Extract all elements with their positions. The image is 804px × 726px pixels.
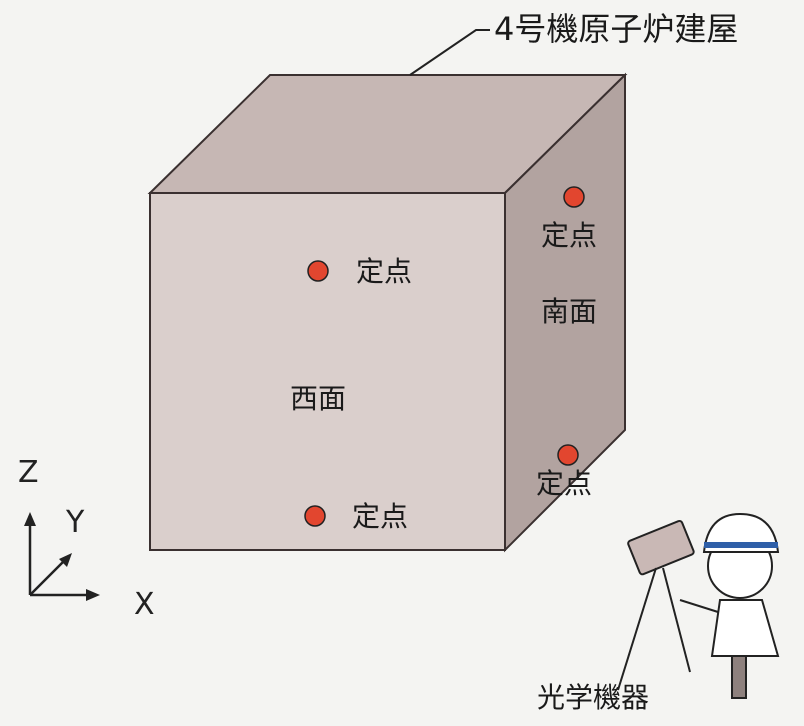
x-axis-arrowhead [86,589,100,601]
south-face-label: 南面 [541,295,598,328]
z-axis-arrowhead [24,512,36,526]
operator-figure [679,512,780,699]
operator-torso [710,599,780,657]
operator-leg [731,655,747,699]
operator-arm [679,599,719,613]
fixed-point-label-west-upper: 定点 [356,255,413,288]
instrument-body [627,519,695,576]
y-axis-arrowhead [59,553,72,567]
tripod-leg-right [662,567,691,673]
y-axis-label: Y [66,505,85,540]
optical-instrument-label: 光学機器 [537,681,650,714]
fixed-point-label-west-lower: 定点 [352,500,409,533]
west-face-label: 西面 [290,382,347,415]
fixed-point-marker-west-upper [307,260,329,282]
fixed-point-label-south-upper: 定点 [541,219,598,252]
fixed-point-marker-south-upper [563,186,585,208]
fixed-point-marker-west-lower [304,505,326,527]
fixed-point-label-south-lower: 定点 [536,467,593,500]
x-axis-label: X [134,587,155,622]
building-title: 4号機原子炉建屋 [494,10,739,48]
fixed-point-marker-south-lower [557,444,579,466]
optical-instrument [617,519,695,691]
tripod-leg-left [617,567,657,691]
helmet-stripe [704,542,778,548]
axis-indicator [24,512,100,601]
reactor-building [147,72,628,553]
y-axis-line [29,560,65,596]
building-west-face [149,192,506,551]
z-axis-label: Z [18,455,39,490]
title-leader-line [409,29,490,76]
